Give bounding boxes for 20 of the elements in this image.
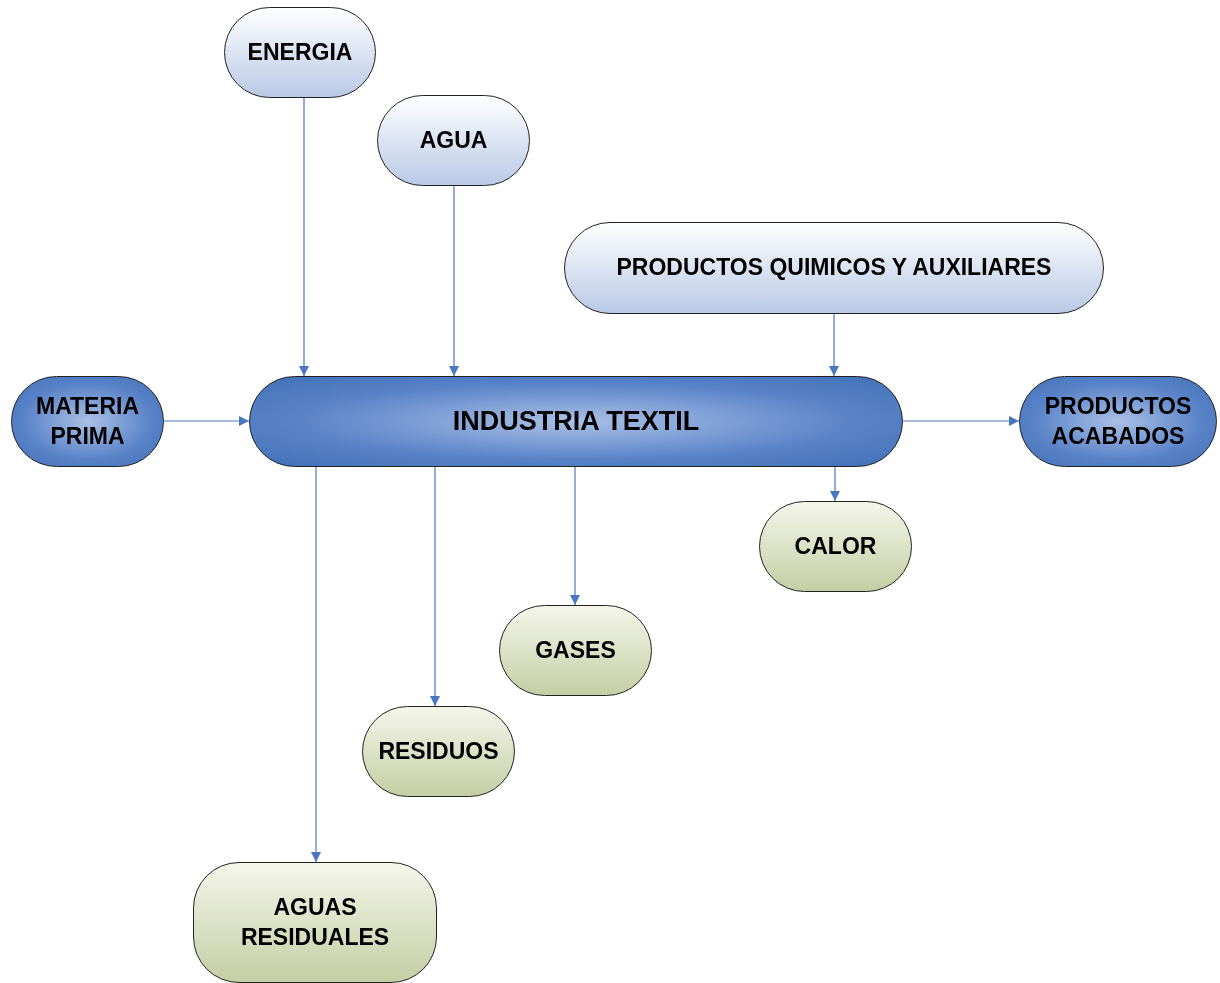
node-label: PRODUCTOS QUIMICOS Y AUXILIARES [616,253,1052,283]
node-label: ENERGIA [247,37,353,67]
node-label: AGUA [419,125,488,155]
node-label: GASES [535,635,616,665]
node-label: PRODUCTOS ACABADOS [1043,391,1193,451]
node-label: INDUSTRIA TEXTIL [452,404,700,438]
arrow [311,466,321,863]
arrow [449,185,459,377]
arrow [829,313,839,377]
arrow [299,97,309,377]
arrow [830,466,840,502]
arrow [163,416,250,426]
arrow [430,466,440,707]
node-label: CALOR [794,531,877,561]
arrow [570,466,580,606]
node-label: AGUAS RESIDUALES [239,892,391,952]
output-pill [193,862,437,983]
node-label: MATERIA PRIMA [34,391,141,451]
arrow [902,416,1020,426]
node-label: RESIDUOS [378,736,499,766]
